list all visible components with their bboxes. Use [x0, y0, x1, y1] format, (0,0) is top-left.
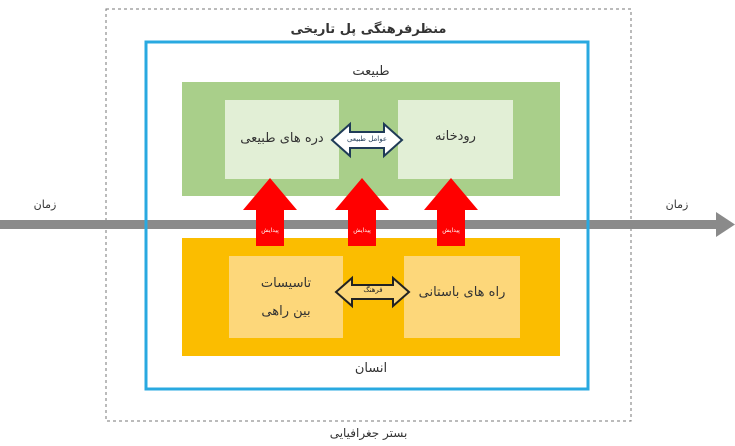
time-label-left: زمان [33, 198, 57, 211]
human-double-arrow [334, 275, 411, 309]
nature-link-label: عوامل طبیعی [346, 135, 388, 143]
nature-box-right-label: رودخانه [435, 129, 476, 144]
nature-box-right [398, 100, 513, 179]
outer-frame-title: منظرفرهنگی پل تاریخی [290, 22, 447, 37]
human-label: انسان [354, 361, 388, 376]
up-arrow-left-label: پیدایش [261, 227, 279, 234]
up-arrow-middle [335, 178, 389, 246]
landscape-frame [144, 40, 590, 391]
human-box-right-label: راه های باستانی [418, 285, 506, 300]
bottom-label: بستر جغرافیایی [329, 426, 408, 440]
human-box-right [404, 256, 520, 338]
time-label-right: زمان [665, 198, 689, 211]
up-arrow-middle-label: پیدایش [353, 227, 371, 234]
nature-label: طبیعت [352, 64, 390, 79]
nature-box-left-label: دره های طبیعی [240, 131, 324, 146]
nature-box-left [225, 100, 339, 179]
up-arrow-right [424, 178, 478, 246]
human-box-left-label-line2: بین راهی [261, 304, 311, 319]
human-box-left [229, 256, 343, 338]
up-arrow-right-label: پیدایش [442, 227, 460, 234]
up-arrow-left [243, 178, 297, 246]
nature-double-arrow [330, 121, 404, 159]
human-link-label: فرهنگ [363, 286, 383, 294]
outer-dashed-frame [105, 8, 632, 422]
human-box-left-label-line1: تاسیسات [260, 276, 312, 291]
